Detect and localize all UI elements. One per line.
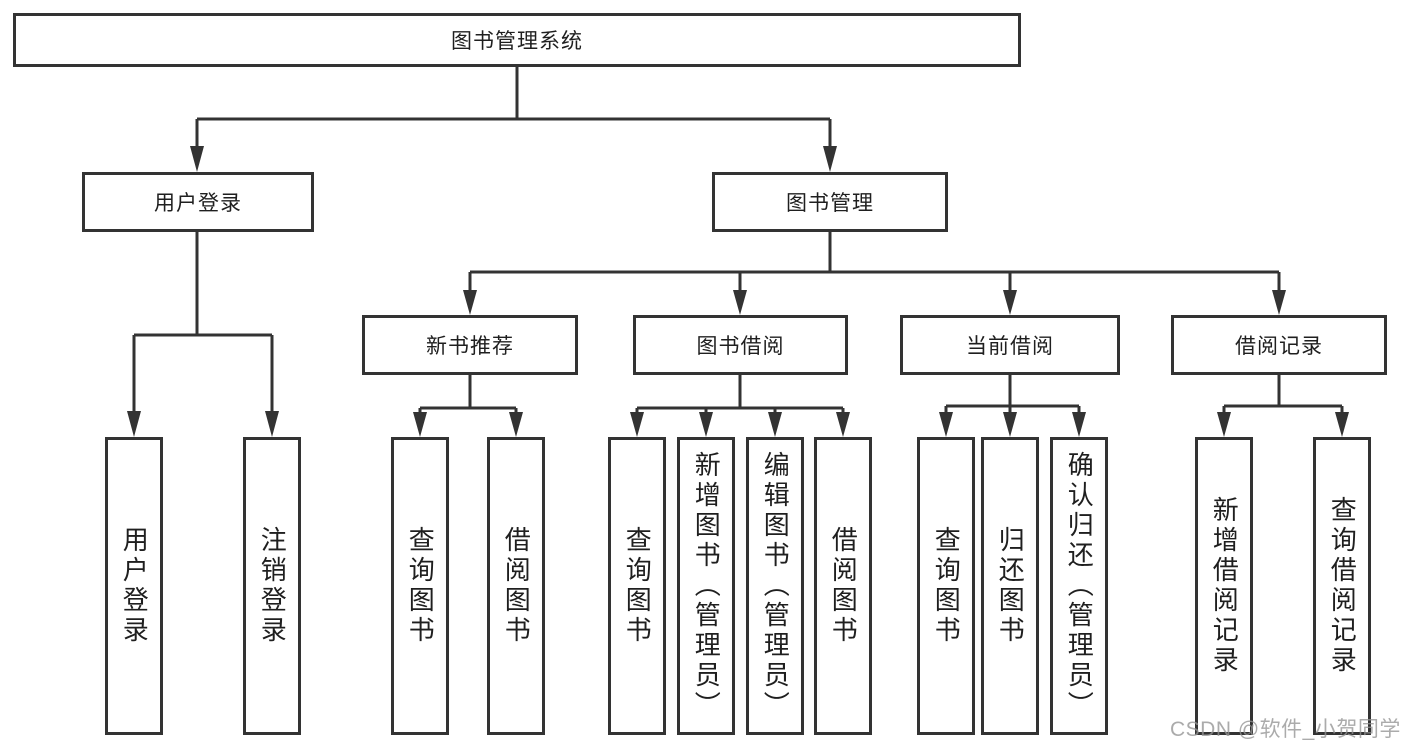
node-book-management: 图书管理: [712, 172, 948, 232]
leaf-borrow-books-recommend: 借阅图书: [487, 437, 545, 735]
leaf-edit-books-admin: 编辑图书（管理员）: [746, 437, 804, 735]
leaf-borrow-books-borrow-label: 借阅图书: [828, 526, 859, 646]
leaf-add-books-admin: 新增图书（管理员）: [677, 437, 735, 735]
leaf-logout: 注销登录: [243, 437, 301, 735]
leaf-query-borrow-record: 查询借阅记录: [1313, 437, 1371, 735]
leaf-add-books-admin-label: 新增图书（管理员）: [691, 451, 722, 721]
node-borrowing-records: 借阅记录: [1171, 315, 1387, 375]
node-user-login: 用户登录: [82, 172, 314, 232]
leaf-user-login-label: 用户登录: [119, 526, 150, 646]
leaf-query-books-current: 查询图书: [917, 437, 975, 735]
node-root: 图书管理系统: [13, 13, 1021, 67]
node-book-borrowing: 图书借阅: [633, 315, 848, 375]
node-new-book-recommendation: 新书推荐: [362, 315, 578, 375]
leaf-return-books: 归还图书: [981, 437, 1039, 735]
watermark: CSDN @软件_小贺同学: [1170, 718, 1401, 741]
leaf-query-books-recommend-label: 查询图书: [405, 526, 436, 646]
leaf-add-borrow-record: 新增借阅记录: [1195, 437, 1253, 735]
leaf-confirm-return-admin: 确认归还（管理员）: [1050, 437, 1108, 735]
leaf-confirm-return-admin-label: 确认归还（管理员）: [1064, 451, 1095, 721]
node-root-label: 图书管理系统: [451, 30, 583, 53]
leaf-query-books-current-label: 查询图书: [931, 526, 962, 646]
node-current-borrowing-label: 当前借阅: [966, 335, 1054, 358]
leaf-logout-label: 注销登录: [257, 526, 288, 646]
leaf-query-books-borrow: 查询图书: [608, 437, 666, 735]
node-book-borrowing-label: 图书借阅: [696, 335, 785, 358]
node-new-book-recommendation-label: 新书推荐: [426, 335, 514, 358]
node-book-management-label: 图书管理: [786, 192, 874, 215]
leaf-borrow-books-borrow: 借阅图书: [814, 437, 872, 735]
arrowheads: [127, 146, 1349, 437]
leaf-user-login: 用户登录: [105, 437, 163, 735]
node-user-login-label: 用户登录: [154, 192, 242, 215]
leaf-query-books-borrow-label: 查询图书: [622, 526, 653, 646]
leaf-query-borrow-record-label: 查询借阅记录: [1327, 496, 1358, 676]
leaf-edit-books-admin-label: 编辑图书（管理员）: [760, 451, 791, 721]
node-borrowing-records-label: 借阅记录: [1235, 335, 1323, 358]
leaf-borrow-books-recommend-label: 借阅图书: [501, 526, 532, 646]
leaf-return-books-label: 归还图书: [995, 526, 1026, 646]
leaf-add-borrow-record-label: 新增借阅记录: [1209, 496, 1240, 676]
node-current-borrowing: 当前借阅: [900, 315, 1120, 375]
leaf-query-books-recommend: 查询图书: [391, 437, 449, 735]
